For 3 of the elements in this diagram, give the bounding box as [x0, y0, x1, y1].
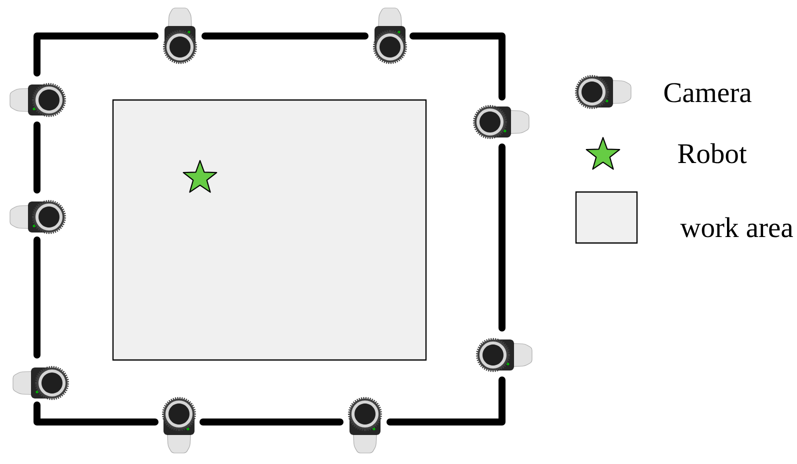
- legend-label: Camera: [664, 83, 752, 102]
- legend-label: work area: [680, 217, 793, 238]
- legend-label: Robot: [678, 143, 747, 164]
